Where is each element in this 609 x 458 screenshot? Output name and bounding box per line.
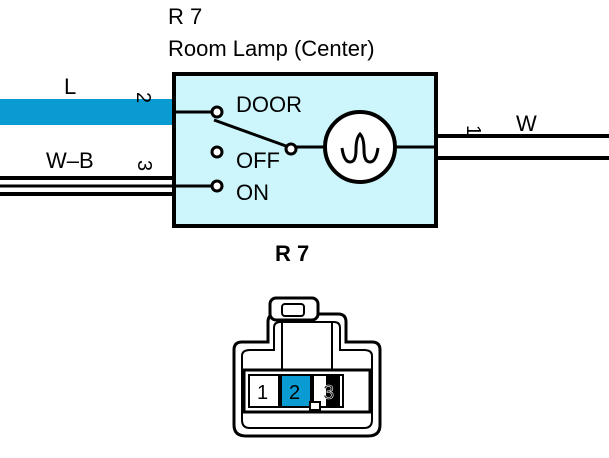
wire-label-l: L — [64, 74, 76, 99]
lamp-icon — [323, 110, 397, 184]
contact-door — [210, 105, 224, 119]
connector-pin-label-1: 1 — [257, 382, 268, 404]
switch-label-door: DOOR — [236, 92, 302, 117]
pin-label-1: 1 — [462, 125, 484, 136]
connector-pin-label-2: 2 — [289, 382, 300, 404]
connector-pin-label-3: 3 — [323, 382, 334, 404]
pin-label-2: 2 — [132, 92, 154, 103]
contact-on — [210, 179, 224, 193]
connector-pin-1 — [248, 374, 280, 408]
connector-pin-2 — [280, 374, 312, 408]
component-name-title: Room Lamp (Center) — [168, 36, 375, 61]
switch-label-off: OFF — [236, 148, 280, 173]
contact-off — [210, 145, 224, 159]
switch-label-on: ON — [236, 180, 269, 205]
connector-pin-3-stripe — [326, 375, 340, 407]
lamp-filament-icon — [340, 131, 380, 164]
wire-blue-left — [0, 99, 174, 125]
wire-label-w: W — [516, 111, 537, 136]
switch-arm — [213, 118, 287, 148]
component-code-bottom: R 7 — [275, 241, 309, 266]
contact-common — [284, 142, 298, 156]
wire-label-wb: W–B — [46, 148, 94, 173]
connector-icon — [232, 296, 382, 438]
connector-key — [309, 401, 321, 411]
component-code-title: R 7 — [168, 4, 202, 29]
pin-label-3: 3 — [133, 160, 155, 171]
